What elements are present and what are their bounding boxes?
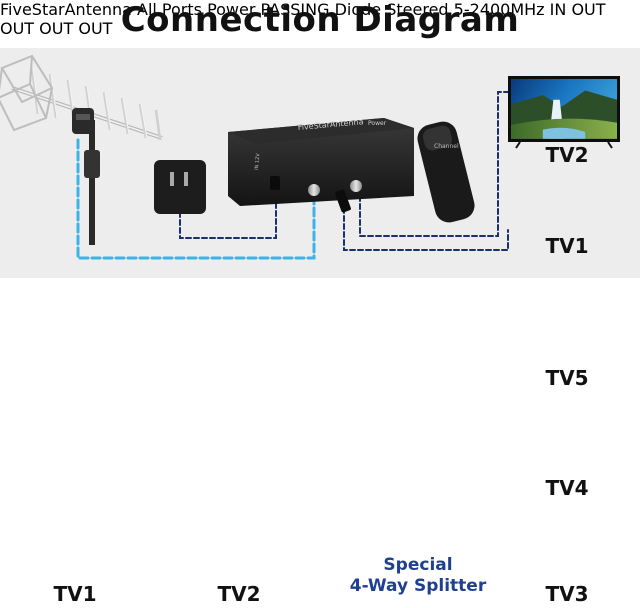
splitter-out-label-4: OUT bbox=[78, 19, 113, 38]
box-brand-text-bottom: FiveStarAntenna bbox=[0, 0, 132, 19]
bottom-tv4-label: TV4 bbox=[545, 476, 589, 500]
splitter-out-label-2: OUT bbox=[0, 19, 35, 38]
splitter-in-label: IN bbox=[549, 0, 567, 19]
top-remote: Channel bbox=[414, 118, 478, 226]
splitter-side-text: All Ports Power PASSING Diode Steered bbox=[137, 0, 449, 19]
remote-label: Channel bbox=[434, 143, 459, 150]
coax-port-1 bbox=[308, 184, 320, 196]
bottom-tv5-label: TV5 bbox=[545, 366, 589, 390]
splitter-out-label-3: OUT bbox=[39, 19, 74, 38]
splitter-out-label-1: OUT bbox=[571, 0, 606, 19]
amplifier-box: FiveStarAntenna Power IN 12V bbox=[228, 117, 414, 213]
coax-port-2 bbox=[350, 180, 362, 192]
amplifier-box-bottom: FiveStarAntenna bbox=[0, 0, 137, 19]
splitter-caption-line2: 4-Way Splitter bbox=[349, 576, 487, 596]
splitter-spec-text: 5-2400MHz bbox=[453, 0, 545, 19]
page-title: Connection Diagram bbox=[120, 0, 520, 40]
top-tv1-label: TV1 bbox=[545, 234, 589, 258]
bottom-tv2-label: TV2 bbox=[217, 582, 261, 606]
cable-antenna-to-box bbox=[76, 138, 316, 260]
top-antenna bbox=[0, 54, 164, 245]
box-label-in: IN 12V bbox=[254, 153, 261, 171]
cable-power-to-box bbox=[179, 187, 277, 239]
splitter-caption-line1: Special bbox=[383, 555, 453, 575]
coax-plug bbox=[335, 189, 351, 213]
splitter-caption: Special 4-Way Splitter bbox=[348, 555, 488, 597]
top-tv2 bbox=[508, 76, 620, 149]
cable-box-to-tv2 bbox=[359, 91, 509, 237]
top-cables bbox=[76, 91, 509, 260]
four-way-splitter: All Ports Power PASSING Diode Steered 5-… bbox=[0, 0, 606, 38]
top-tv2-label: TV2 bbox=[545, 143, 589, 167]
dc-jack bbox=[270, 176, 280, 190]
bottom-tv1-label: TV1 bbox=[53, 582, 97, 606]
power-adapter bbox=[154, 160, 206, 214]
bottom-tv3-label: TV3 bbox=[545, 582, 589, 606]
cable-box-to-tv1 bbox=[343, 199, 509, 251]
box-power-text: Power bbox=[368, 120, 387, 127]
